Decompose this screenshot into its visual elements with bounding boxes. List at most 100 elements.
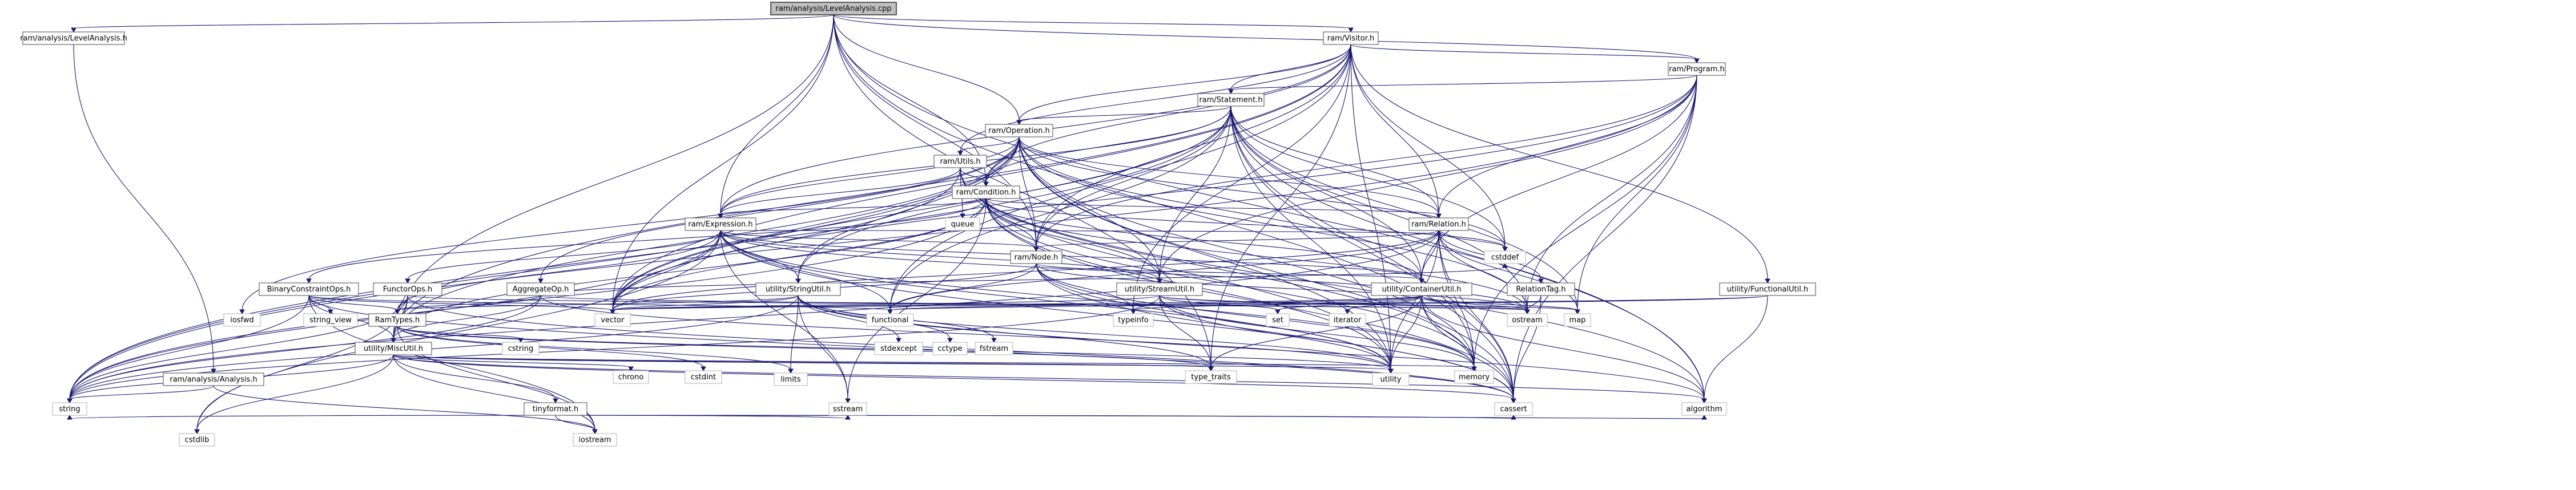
- node-box-limits: [774, 372, 808, 386]
- arrowhead-miscutil-to-typetraits: [1208, 366, 1214, 372]
- node-root[interactable]: ram/analysis/LevelAnalysis.cpp: [770, 2, 897, 15]
- node-streamutil[interactable]: utility/StreamUtil.h: [1116, 282, 1203, 296]
- edge-condition-to-containerutil: [985, 198, 1422, 280]
- arrowhead-analysis-to-string: [67, 398, 73, 404]
- node-relation[interactable]: ram/Relation.h: [1408, 217, 1469, 231]
- node-analysis[interactable]: ram/analysis/Analysis.h: [163, 372, 264, 386]
- edge-operation-to-cassert: [1019, 136, 1514, 400]
- node-label-node: ram/Node.h: [1015, 253, 1058, 262]
- node-expression[interactable]: ram/Expression.h: [685, 217, 756, 231]
- edge-condition-to-streamutil: [985, 198, 1160, 280]
- edge-visitor-to-utils: [960, 44, 1351, 152]
- node-miscutil[interactable]: utility/MiscUtil.h: [355, 342, 432, 355]
- node-statement[interactable]: ram/Statement.h: [1197, 93, 1265, 107]
- node-tinyformat[interactable]: tinyformat.h: [524, 402, 587, 416]
- arrowhead-binconst-to-vector: [610, 309, 615, 315]
- node-box-functorops: [373, 282, 442, 296]
- edge-miscutil-to-chrono: [393, 354, 631, 368]
- node-lah[interactable]: ram/analysis/LevelAnalysis.h: [20, 31, 127, 45]
- edge-reltag-to-ostream: [1527, 295, 1541, 311]
- node-label-analysis: ram/analysis/Analysis.h: [170, 375, 257, 384]
- edge-aggop-to-miscutil: [393, 295, 541, 339]
- arrowhead-expression-to-streamutil: [1157, 278, 1162, 284]
- edge-expression-to-functorops: [407, 230, 721, 280]
- edge-root-to-program: [833, 14, 1697, 60]
- edge-program-to-node: [1036, 75, 1697, 248]
- node-functionalutil[interactable]: utility/FunctionalUtil.h: [1719, 282, 1816, 296]
- node-operation[interactable]: ram/Operation.h: [985, 124, 1053, 137]
- node-condition[interactable]: ram/Condition.h: [952, 185, 1020, 199]
- edge-visitor-to-functionalutil: [1350, 44, 1768, 280]
- node-cstdlib: cstdlib: [179, 433, 215, 447]
- edge-analysis-to-iostream: [213, 385, 595, 431]
- node-label-reltag: RelationTag.h: [1516, 285, 1565, 294]
- node-box-iostream: [573, 433, 617, 447]
- node-box-cstdlib: [179, 433, 215, 447]
- node-label-cstdint: cstdint: [691, 373, 716, 382]
- arrowhead-operation-to-iosfwd: [239, 309, 245, 315]
- node-label-utils: ram/Utils.h: [940, 157, 980, 166]
- node-label-operation: ram/Operation.h: [988, 127, 1049, 135]
- edge-root-to-visitor: [833, 14, 1351, 29]
- node-label-cassert: cassert: [1500, 405, 1527, 414]
- node-visitor[interactable]: ram/Visitor.h: [1323, 31, 1379, 45]
- edge-condition-to-string: [69, 198, 987, 400]
- node-node[interactable]: ram/Node.h: [1010, 250, 1062, 264]
- edge-containerutil-to-algorithm: [1421, 295, 1705, 400]
- arrowhead-containerutil-to-map: [1575, 309, 1580, 315]
- node-cctype: cctype: [932, 342, 968, 355]
- arrowhead-root-to-lah: [71, 27, 77, 33]
- node-label-map: map: [1569, 316, 1586, 325]
- edge-aggop-to-utility: [540, 295, 1391, 370]
- node-box-operation: [985, 124, 1053, 137]
- node-label-aggop: AggregateOp.h: [513, 285, 569, 294]
- edge-operation-to-memory: [1019, 136, 1475, 368]
- node-box-tinyformat: [524, 402, 587, 416]
- node-functorops[interactable]: FunctorOps.h: [373, 282, 442, 296]
- node-box-binconst: [259, 282, 359, 296]
- node-box-utils: [933, 155, 987, 168]
- edge-tinyformat-to-iostream: [555, 415, 595, 431]
- edge-miscutil-to-tinyformat: [393, 354, 556, 400]
- node-label-cctype: cctype: [937, 345, 962, 353]
- node-reltag[interactable]: RelationTag.h: [1507, 282, 1575, 296]
- arrowhead-tinyformat-to-sstream: [845, 414, 851, 420]
- node-label-relation: ram/Relation.h: [1411, 220, 1466, 229]
- node-iostream: iostream: [573, 433, 617, 447]
- edge-tinyformat-to-sstream: [555, 415, 848, 419]
- node-label-containerutil: utility/ContainerUtil.h: [1382, 285, 1461, 294]
- edge-node-to-memory: [1036, 263, 1475, 368]
- node-ramtypes[interactable]: RamTypes.h: [368, 313, 426, 327]
- node-label-cstdlib: cstdlib: [185, 436, 210, 444]
- edge-expression-to-vector: [612, 230, 721, 311]
- edge-tinyformat-to-string: [69, 415, 556, 419]
- arrowhead-strutil-to-sstream: [845, 398, 851, 404]
- arrowhead-strutil-to-cctype: [947, 338, 953, 343]
- arrowhead-ramtypes-to-cstdint: [701, 366, 706, 372]
- edge-containerutil-to-typetraits: [1210, 295, 1422, 368]
- node-label-strutil: utility/StringUtil.h: [766, 285, 831, 294]
- edge-operation-to-utils: [960, 136, 1020, 152]
- node-aggop[interactable]: AggregateOp.h: [506, 282, 575, 296]
- node-utils[interactable]: ram/Utils.h: [933, 155, 987, 168]
- node-strutil[interactable]: utility/StringUtil.h: [755, 282, 841, 296]
- node-iosfwd: iosfwd: [223, 313, 261, 327]
- edge-node-to-containerutil: [1036, 263, 1422, 280]
- edge-operation-to-expression: [720, 136, 1020, 215]
- node-containerutil[interactable]: utility/ContainerUtil.h: [1371, 282, 1472, 296]
- edge-program-to-string: [69, 75, 1697, 400]
- edge-visitor-to-typetraits: [1210, 44, 1351, 368]
- node-label-functorops: FunctorOps.h: [383, 285, 432, 294]
- edge-condition-to-memory: [985, 198, 1475, 368]
- node-binconst[interactable]: BinaryConstraintOps.h: [259, 282, 359, 296]
- edge-statement-to-cassert: [1230, 106, 1514, 400]
- node-label-iosfwd: iosfwd: [230, 316, 254, 325]
- node-vector: vector: [594, 313, 631, 327]
- arrowhead-miscutil-to-cassert: [1511, 398, 1516, 404]
- arrowhead-condition-to-relation: [1436, 213, 1442, 219]
- arrowhead-condition-to-binconst: [306, 278, 312, 284]
- node-program[interactable]: ram/Program.h: [1668, 62, 1726, 76]
- edge-expression-to-containerutil: [720, 230, 1422, 280]
- arrowhead-tinyformat-to-iostream: [592, 429, 598, 435]
- edge-statement-to-utility: [1230, 106, 1391, 370]
